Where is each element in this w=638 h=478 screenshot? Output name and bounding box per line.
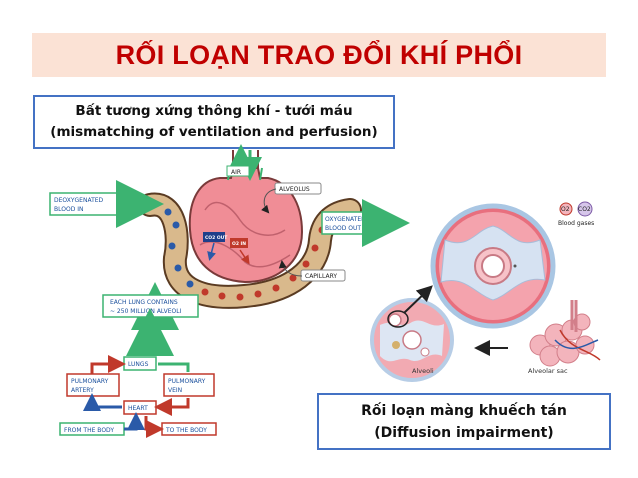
alveolar-sac [529,300,601,367]
co2-legend-icon [577,201,593,217]
heart-label: HEART [128,405,148,412]
box-bottom-line1: Rối loạn màng khuếch tán [361,402,567,419]
pulmonary-vein-line1: PULMONARY [168,378,206,385]
capillary-label: CAPILLARY [305,273,337,280]
alveolar-sac-label: Alveolar sac [528,367,568,375]
o2-legend-label: O2 [561,206,570,213]
box-top-line1: Bất tương xứng thông khí - tưới máu [75,103,353,119]
box-top-line2: (mismatching of ventilation and perfusio… [50,124,378,140]
pulmonary-vein-box [163,373,215,397]
lungs-label: LUNGS [128,361,149,368]
o2-in-label: O2 IN [232,241,246,247]
diffusion-impairment-box: Rối loạn màng khuếch tán (Diffusion impa… [317,393,611,450]
to-body-label: TO THE BODY [165,427,207,434]
air-label: AIR [231,169,241,176]
airway [232,150,259,168]
air-label-box [226,165,250,177]
alveolus-diagram: CO2 OUT O2 IN [138,144,362,309]
co2-legend-label: CO2 [578,206,591,213]
blood-gases-label: Blood gases [558,220,594,227]
pulmonary-artery-line1: PULMONARY [71,378,109,385]
slide-title: RỐI LOẠN TRAO ĐỔI KHÍ PHỔI [115,39,523,70]
alveoli-label: Alveoli [412,367,434,375]
co2-out-label: CO2 OUT [205,235,228,241]
oxy-line2: BLOOD OUT [325,225,361,232]
pulmonary-vein-line2: VEIN [168,387,182,394]
each-lung-line2: ~ 250 MILLION ALVEOLI [110,308,182,315]
each-lung-line1: EACH LUNG CONTAINS [110,299,178,306]
ventilation-perfusion-box: Bất tương xứng thông khí - tưới máu (mis… [33,95,395,149]
alveoli-illustration: Alveoli Alveolar sac O2 CO2 Blood gases [370,201,601,382]
box-bottom-line2: (Diffusion impairment) [374,424,554,441]
circulation-flow: LUNGS PULMONARY ARTERY PULMONARY VEIN HE… [59,355,217,438]
title-bar: RỐI LOẠN TRAO ĐỔI KHÍ PHỔI [32,33,606,77]
pulmonary-artery-line2: ARTERY [71,387,94,394]
alveolus-label-box [274,182,322,195]
from-body-label: FROM THE BODY [64,427,114,434]
deoxy-line2: BLOOD IN [54,206,83,213]
alveolus-label: ALVEOLUS [279,186,310,193]
deoxy-line1: DEOXYGENATED [54,197,104,204]
oxy-line1: OXYGENATED [325,216,366,223]
blood-cells-blue [164,208,209,296]
o2-legend-icon [559,202,573,216]
